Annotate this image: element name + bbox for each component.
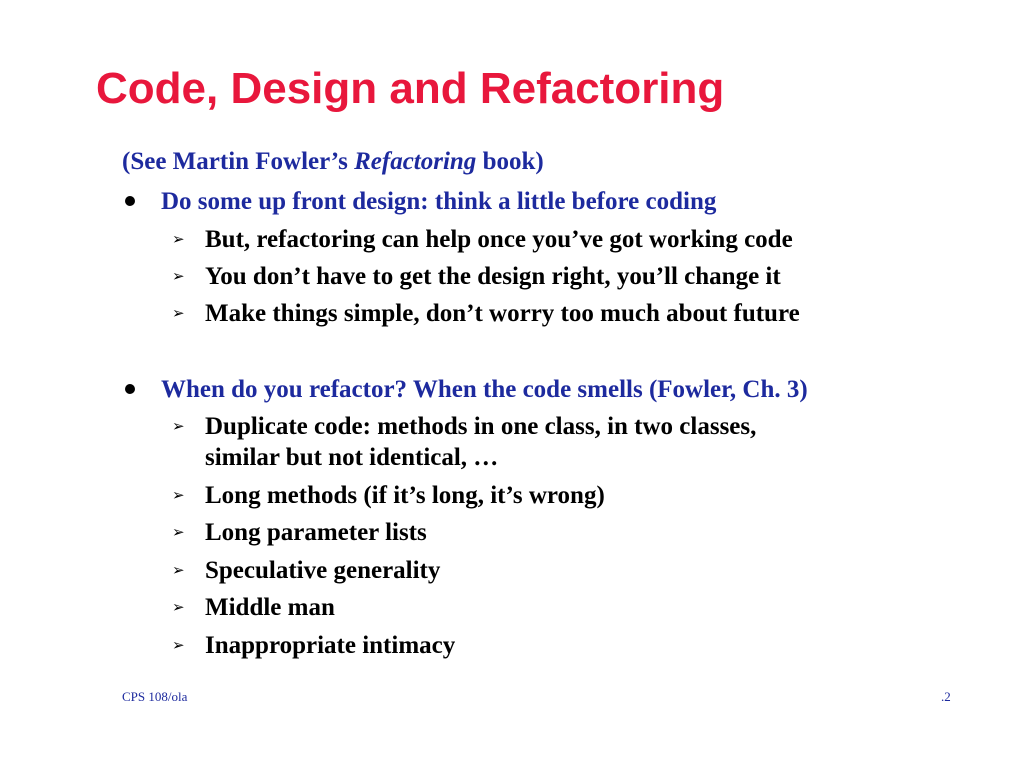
intro-book-title: Refactoring <box>354 148 477 175</box>
arrow-bullet-icon: ➢ <box>172 636 185 654</box>
sub-item: Long methods (if it’s long, it’s wrong) <box>205 482 605 509</box>
arrow-bullet-icon: ➢ <box>172 417 185 435</box>
sub-item: Make things simple, don’t worry too much… <box>205 300 800 327</box>
arrow-bullet-icon: ➢ <box>172 598 185 616</box>
bullet-item-refactor: When do you refactor? When the code smel… <box>161 376 808 403</box>
sub-item: Duplicate code: methods in one class, in… <box>205 413 757 440</box>
bullet-icon <box>125 384 135 394</box>
arrow-bullet-icon: ➢ <box>172 267 185 285</box>
sub-item: Middle man <box>205 594 335 621</box>
bullet-item-design: Do some up front design: think a little … <box>161 188 717 215</box>
sub-item-continuation: similar but not identical, … <box>205 444 499 471</box>
sub-item: Inappropriate intimacy <box>205 632 456 659</box>
arrow-bullet-icon: ➢ <box>172 486 185 504</box>
sub-item: Speculative generality <box>205 557 441 584</box>
arrow-bullet-icon: ➢ <box>172 304 185 322</box>
sub-item: Long parameter lists <box>205 519 427 546</box>
sub-item: You don’t have to get the design right, … <box>205 263 781 290</box>
intro-line: (See Martin Fowler’s Refactoring book) <box>122 146 544 177</box>
arrow-bullet-icon: ➢ <box>172 561 185 579</box>
bullet-icon <box>125 196 135 206</box>
sub-item: But, refactoring can help once you’ve go… <box>205 226 793 253</box>
intro-text-after: book) <box>476 148 544 175</box>
arrow-bullet-icon: ➢ <box>172 230 185 248</box>
arrow-bullet-icon: ➢ <box>172 523 185 541</box>
slide-title: Code, Design and Refactoring <box>96 64 725 113</box>
footer-page-number: .2 <box>941 689 951 704</box>
intro-text-before: (See Martin Fowler’s <box>122 148 355 175</box>
footer-course: CPS 108/ola <box>122 689 188 704</box>
